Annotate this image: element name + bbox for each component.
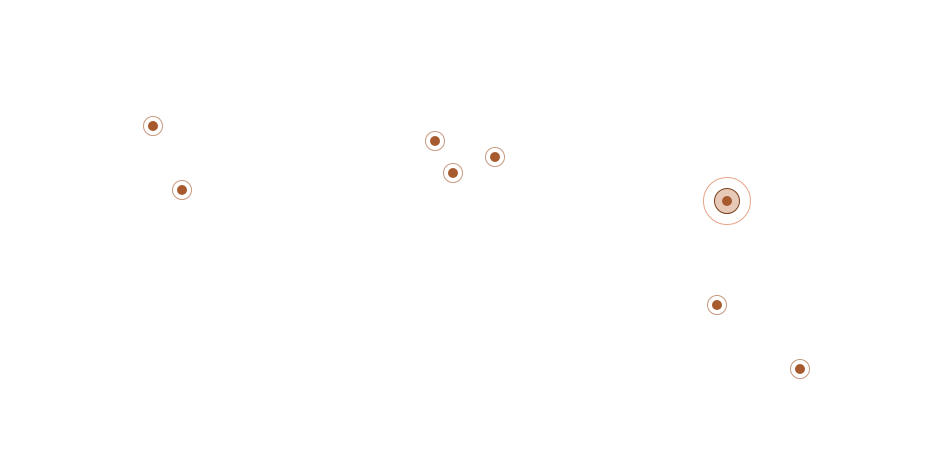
map-marker-7[interactable] <box>707 295 727 315</box>
location-dot-icon <box>712 300 722 310</box>
location-dot-icon <box>430 136 440 146</box>
location-dot-icon <box>448 168 458 178</box>
location-dot-icon <box>490 152 500 162</box>
location-dot-icon <box>148 121 158 131</box>
location-dot-icon <box>795 364 805 374</box>
map-marker-1[interactable] <box>143 116 163 136</box>
marker-halo-ring <box>703 177 751 225</box>
map-marker-4[interactable] <box>443 163 463 183</box>
location-dot-icon <box>722 196 732 206</box>
map-marker-2[interactable] <box>172 180 192 200</box>
map-marker-5[interactable] <box>485 147 505 167</box>
map-marker-6[interactable] <box>703 177 751 225</box>
location-dot-icon <box>177 185 187 195</box>
map-marker-8[interactable] <box>790 359 810 379</box>
map-marker-3[interactable] <box>425 131 445 151</box>
